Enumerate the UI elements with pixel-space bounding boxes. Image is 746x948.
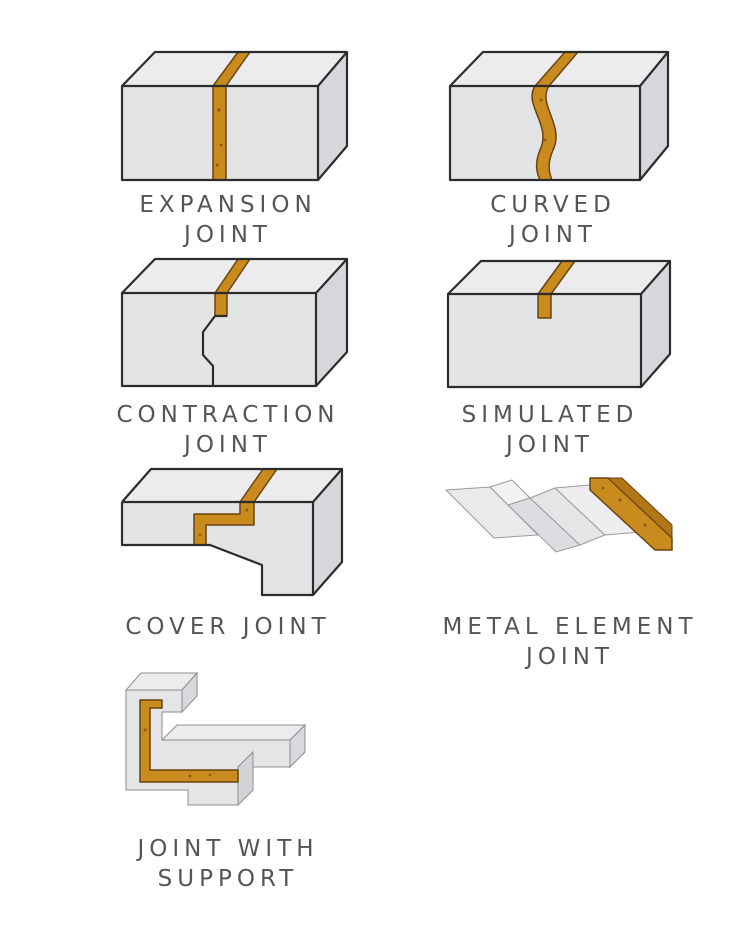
- label-line: JOINT: [184, 432, 272, 458]
- contraction-joint-block-icon: [120, 257, 349, 388]
- contraction-joint-label: CONTRACTION JOINT: [108, 400, 348, 460]
- expansion-joint-block-icon: [120, 50, 349, 182]
- curved-joint-label: CURVED JOINT: [453, 190, 653, 250]
- label-line: CONTRACTION: [116, 402, 340, 428]
- metal-element-joint-icon: [444, 477, 673, 553]
- joint-with-support: JOINT WITH SUPPORT: [118, 671, 338, 894]
- joint-with-support-label: JOINT WITH SUPPORT: [118, 834, 338, 894]
- simulated-joint-label: SIMULATED JOINT: [450, 400, 650, 460]
- expansion-joint-label: EXPANSION JOINT: [128, 190, 328, 250]
- cover-joint-block-icon: [120, 467, 344, 597]
- label-line: JOINT WITH: [137, 836, 319, 862]
- label-line: CURVED: [490, 192, 616, 218]
- metal-element-joint-label: METAL ELEMENT JOINT: [430, 612, 710, 672]
- label-line: EXPANSION: [139, 192, 317, 218]
- label-line: JOINT: [526, 644, 614, 670]
- joint-simulated: SIMULATED JOINT: [0, 0, 746, 470]
- label-line: COVER JOINT: [125, 614, 331, 640]
- joint-metal-element: METAL ELEMENT JOINT: [430, 477, 710, 672]
- joint-expansion: EXPANSION JOINT: [0, 0, 746, 250]
- label-line: METAL ELEMENT: [442, 614, 698, 640]
- label-line: JOINT: [509, 222, 597, 248]
- joint-cover: COVER JOINT: [108, 467, 348, 642]
- label-line: JOINT: [506, 432, 594, 458]
- label-line: JOINT: [184, 222, 272, 248]
- curved-joint-block-icon: [448, 50, 670, 182]
- label-line: SUPPORT: [157, 866, 299, 892]
- simulated-joint-block-icon: [446, 259, 672, 389]
- joint-contraction: CONTRACTION JOINT: [0, 0, 746, 470]
- cover-joint-label: COVER JOINT: [108, 612, 348, 642]
- label-line: SIMULATED: [461, 402, 639, 428]
- joint-with-support-icon: [124, 671, 307, 807]
- joint-curved: CURVED JOINT: [0, 0, 746, 250]
